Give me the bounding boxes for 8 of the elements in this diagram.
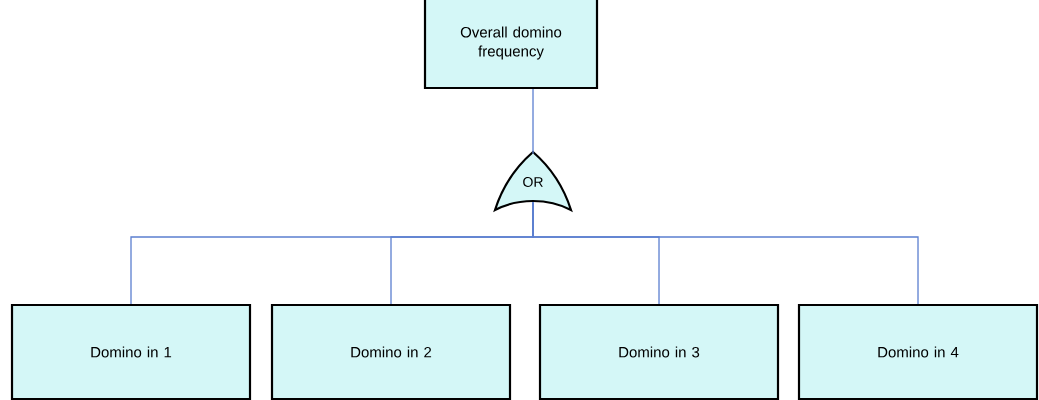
or-gate: OR <box>493 150 573 212</box>
connector-line <box>532 88 534 155</box>
event-box: Domino in 1 <box>10 303 252 400</box>
event-box: Overall domino frequency <box>423 0 599 90</box>
event-box: Domino in 4 <box>797 303 1039 400</box>
connector-line <box>532 201 919 305</box>
event-box: Domino in 3 <box>538 303 780 400</box>
event-box: Domino in 2 <box>270 303 512 400</box>
